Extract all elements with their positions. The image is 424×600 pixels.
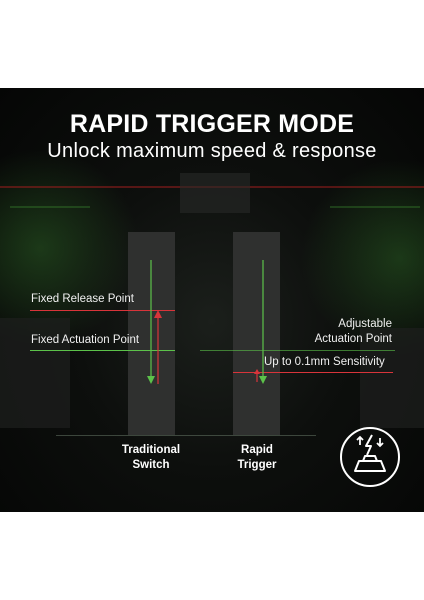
page-title: RAPID TRIGGER MODE — [69, 110, 355, 138]
baseline — [56, 435, 316, 436]
rapid-trigger-label: Rapid Trigger — [220, 443, 294, 473]
background-block — [180, 173, 250, 213]
background-block — [0, 318, 70, 428]
sensitivity-label: Up to 0.1mm Sensitivity — [264, 356, 385, 368]
traditional-switch-label: Traditional Switch — [108, 443, 194, 473]
adjustable-label-line1: Adjustable — [338, 318, 392, 330]
sensitivity-line — [233, 372, 393, 373]
fixed-release-line — [30, 310, 175, 311]
rapid-trigger-arrows — [254, 260, 267, 384]
feature-panel — [0, 88, 424, 512]
adjustable-actuation-line — [200, 350, 395, 351]
background-block — [360, 328, 424, 428]
traditional-label-line1: Traditional — [121, 444, 181, 456]
background-line — [10, 206, 90, 208]
rapid-label-line1: Rapid — [241, 444, 273, 456]
fixed-actuation-line — [30, 350, 175, 351]
background-line — [330, 206, 420, 208]
fixed-release-label: Fixed Release Point — [31, 293, 134, 305]
rapid-trigger-key-icon — [338, 425, 402, 489]
adjustable-label-line2: Actuation Point — [314, 333, 392, 345]
rapid-trigger-column — [233, 232, 280, 435]
traditional-label-line2: Switch — [132, 459, 170, 471]
traditional-arrows — [147, 260, 162, 384]
page-subtitle: Unlock maximum speed & response — [47, 140, 377, 162]
fixed-actuation-label: Fixed Actuation Point — [31, 334, 140, 346]
rapid-label-line2: Trigger — [237, 459, 277, 471]
